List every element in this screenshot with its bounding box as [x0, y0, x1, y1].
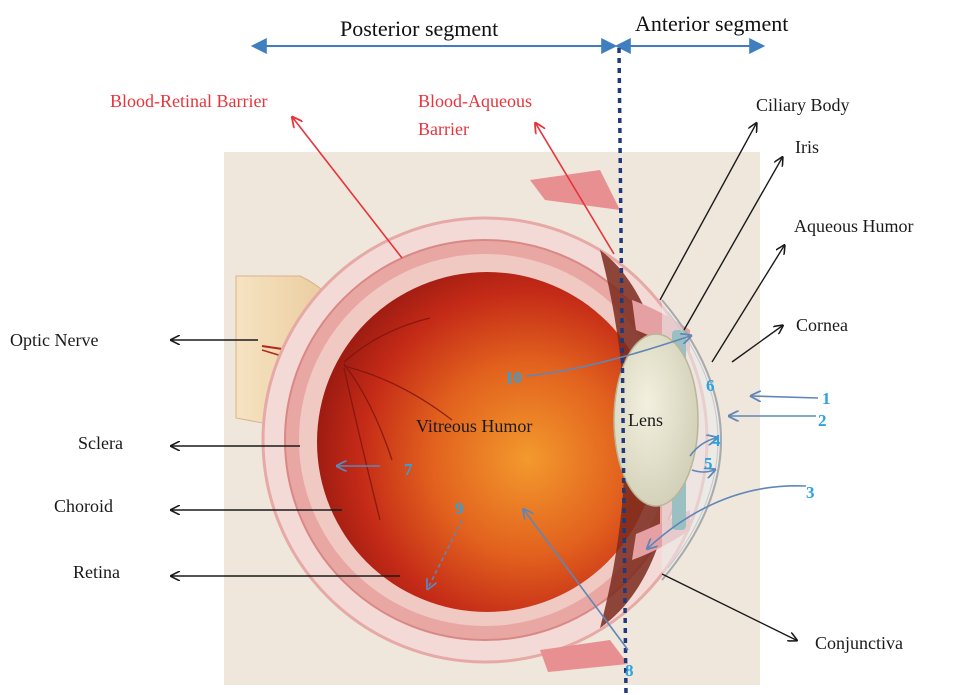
route-number-4: 4	[712, 431, 721, 450]
route-number-3: 3	[806, 483, 815, 502]
route-number-1: 1	[822, 389, 831, 408]
conjunctiva-label: Conjunctiva	[815, 633, 903, 653]
aqueous-humor-label: Aqueous Humor	[794, 216, 914, 236]
iris-label: Iris	[795, 137, 819, 157]
ciliary-body-label: Ciliary Body	[756, 95, 850, 115]
sclera-label: Sclera	[78, 433, 123, 453]
route-number-6: 6	[706, 376, 715, 395]
blood-retinal-barrier-label: Blood-Retinal Barrier	[110, 91, 267, 111]
route-number-2: 2	[818, 411, 827, 430]
vitreous-humor-label: Vitreous Humor	[416, 416, 532, 436]
optic-nerve-label: Optic Nerve	[10, 330, 98, 350]
lens-label: Lens	[628, 410, 663, 430]
cornea-label: Cornea	[796, 315, 848, 335]
posterior-segment-label: Posterior segment	[340, 16, 498, 41]
vitreous-humor-illustration	[317, 272, 657, 612]
route-number-5: 5	[704, 454, 713, 473]
route-number-10: 10	[505, 368, 522, 387]
blood-aqueous-barrier-label-line1: Blood-Aqueous	[418, 91, 532, 111]
choroid-label: Choroid	[54, 496, 113, 516]
route-number-8: 8	[625, 661, 634, 680]
route-number-7: 7	[404, 460, 413, 479]
anterior-segment-label: Anterior segment	[635, 11, 788, 36]
route-number-9: 9	[455, 499, 464, 518]
blood-aqueous-barrier-label-line2: Barrier	[418, 119, 469, 139]
retina-label: Retina	[73, 562, 120, 582]
